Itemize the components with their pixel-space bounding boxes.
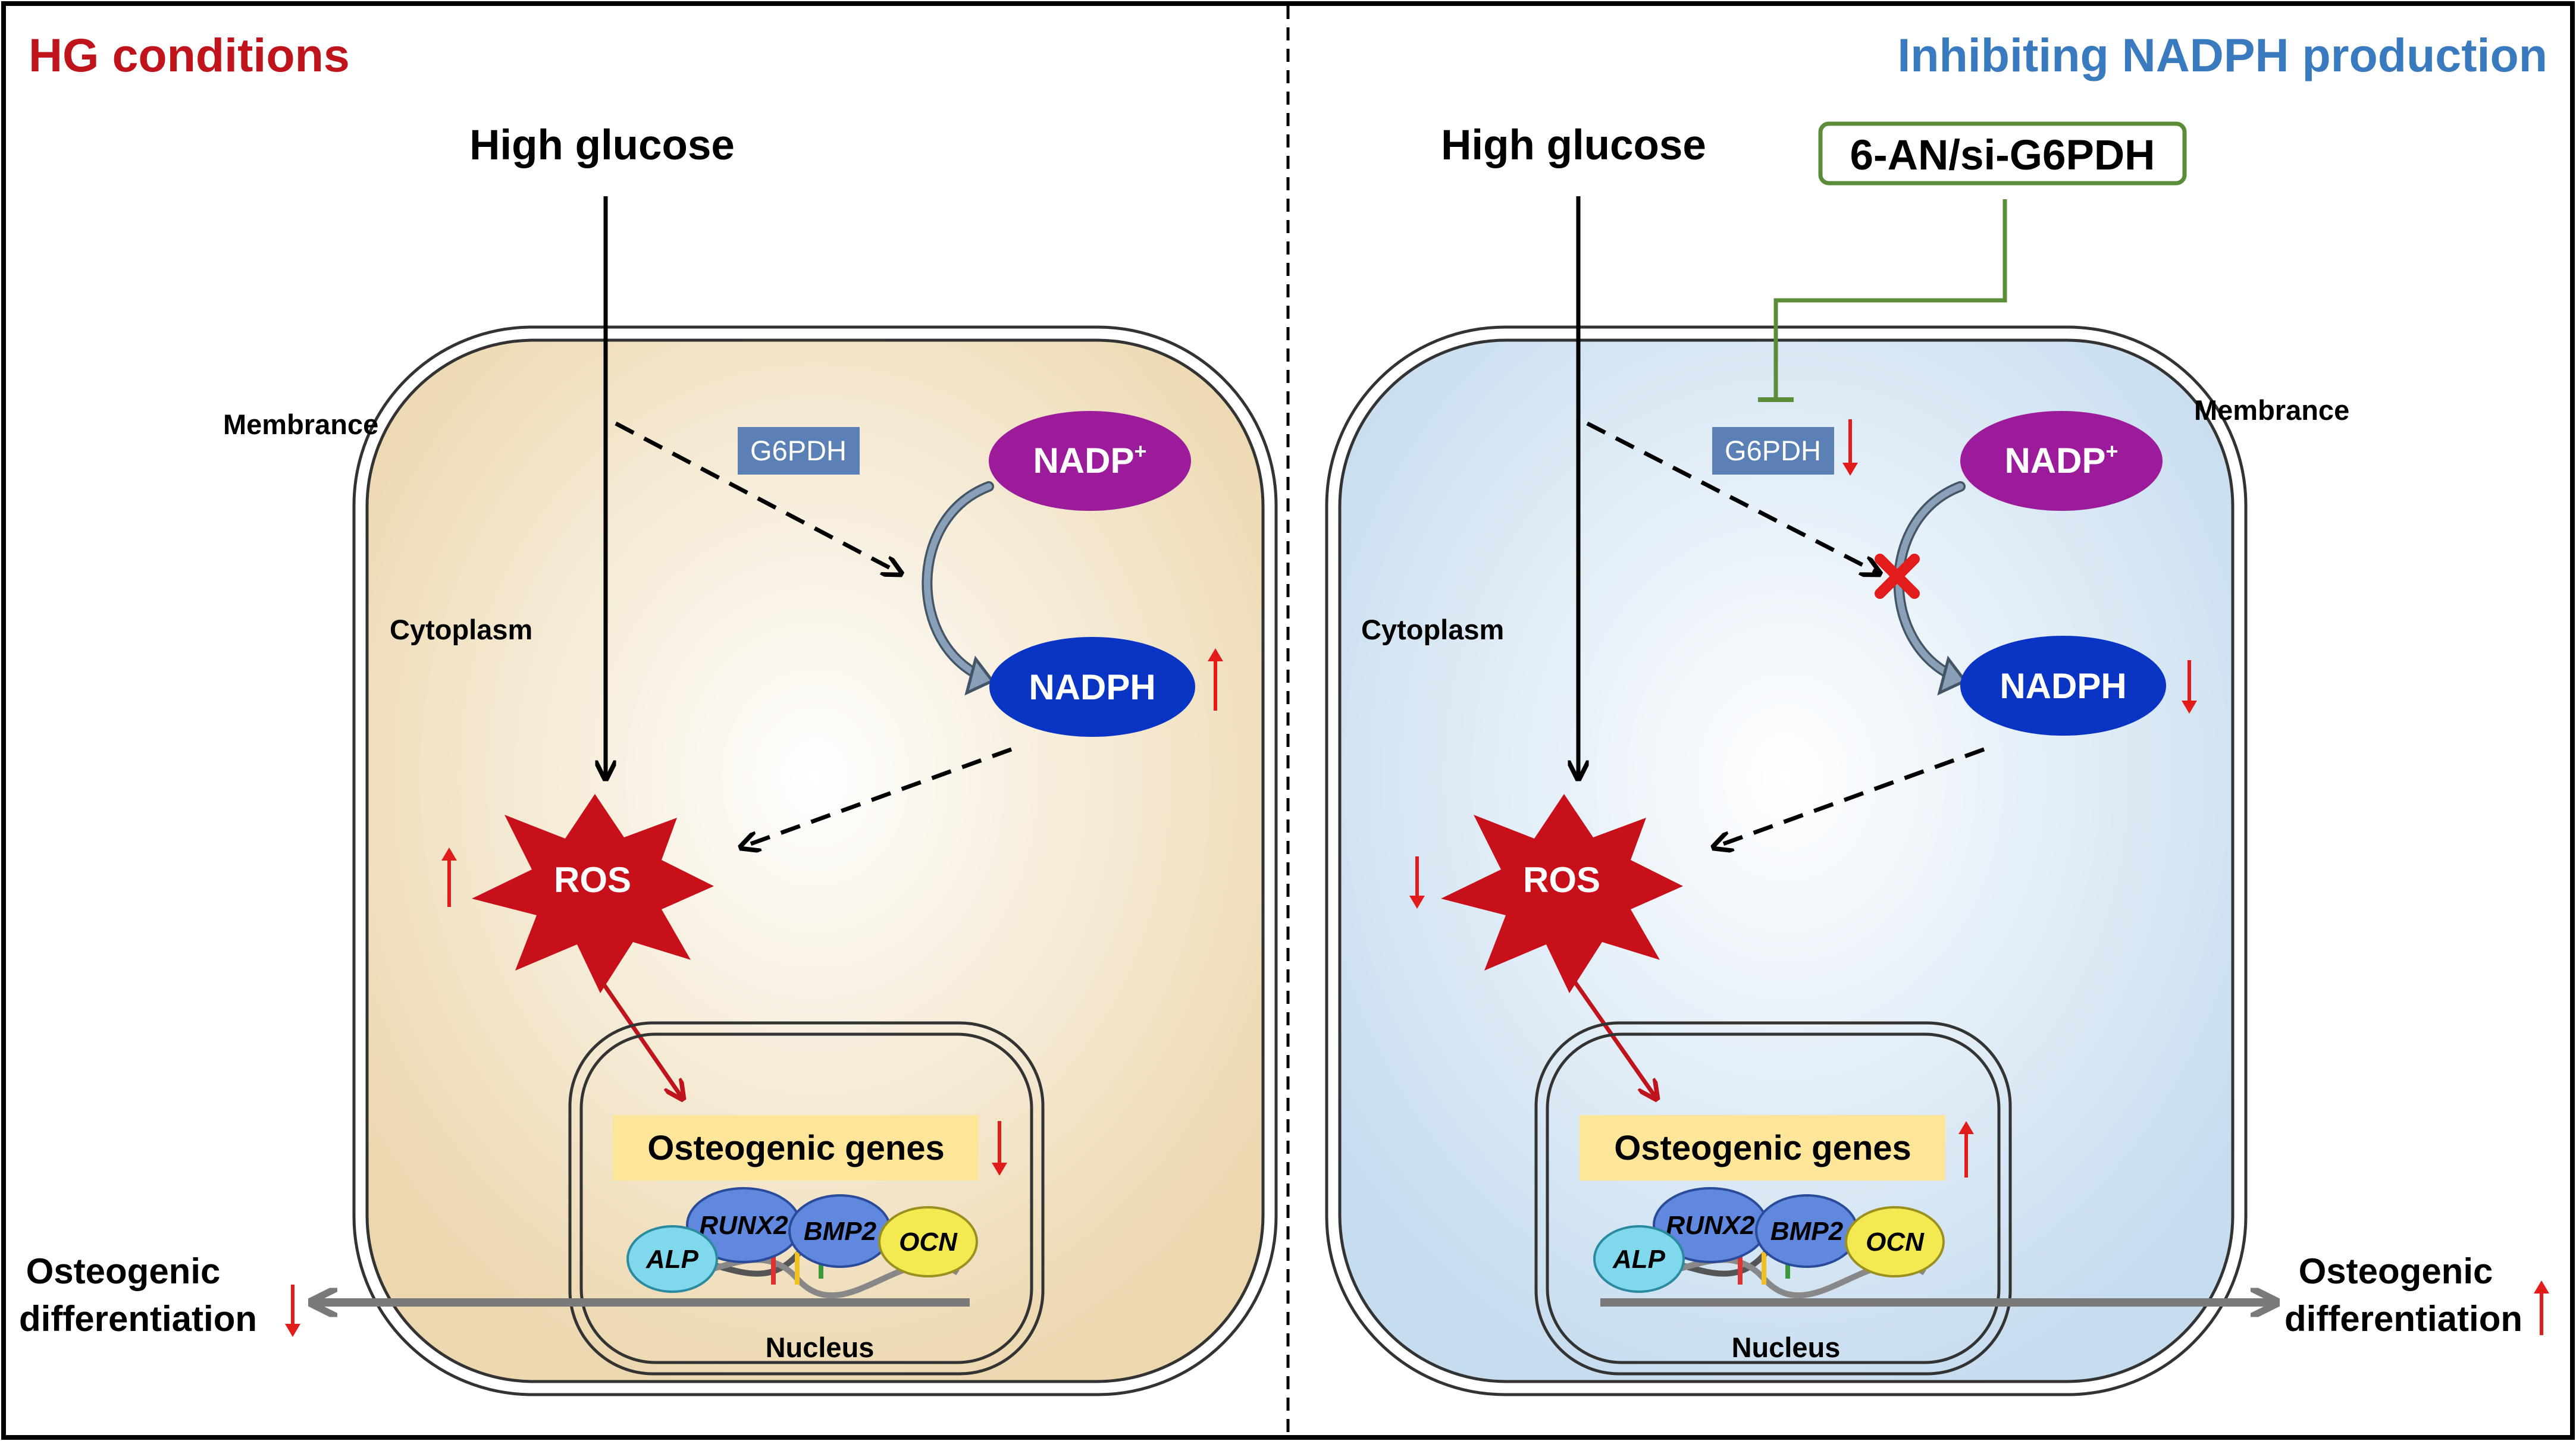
right-inhibitor-label: 6-AN/si-G6PDH: [1850, 132, 2155, 179]
right-genes-label: Osteogenic genes: [1614, 1129, 1911, 1167]
right-dashed-arrow-ros: [1713, 747, 1985, 847]
right-nadph-text: NADPH: [2000, 666, 2126, 706]
right-inhibition-line: [1773, 199, 2007, 398]
left-genes-down-arrow: [992, 1121, 1007, 1176]
right-genes-up-arrow: [1958, 1121, 1974, 1178]
left-g6pdh-chip: [738, 427, 860, 475]
left-outcome-line1: Osteogenic: [26, 1251, 221, 1291]
right-genes-box: [1580, 1115, 1945, 1181]
right-outcome-line1: Osteogenic: [2299, 1251, 2493, 1291]
right-nadph-down-arrow: [2182, 660, 2197, 714]
right-outcome-line2: differentiation: [2284, 1299, 2522, 1339]
right-block-x-icon: [1875, 554, 1920, 599]
right-protein-ocn: [1845, 1206, 1945, 1277]
left-protein-alp: [626, 1225, 718, 1293]
right-nucleus-inner: [1546, 1032, 2001, 1364]
left-nadph-text: NADPH: [1029, 667, 1155, 707]
right-g6pdh-chip: [1712, 427, 1834, 475]
right-ros-star: [1441, 794, 1683, 993]
left-protein-alp-text: ALP: [645, 1245, 699, 1274]
left-dashed-arrow-ros: [741, 747, 1013, 847]
left-outcome-line2: differentiation: [19, 1299, 257, 1339]
right-nucleus-outer: [1534, 1021, 2012, 1376]
right-conversion-arrowhead: [1937, 655, 1967, 696]
right-ros-text: ROS: [1523, 860, 1600, 900]
left-nucleus-label: Nucleus: [766, 1332, 875, 1363]
left-nadph-oval: [989, 637, 1195, 737]
left-ros-text: ROS: [554, 860, 631, 900]
left-protein-bmp2-text: BMP2: [804, 1217, 877, 1246]
right-nadp-text: NADP+: [2004, 439, 2118, 481]
left-nucleus-inner: [579, 1032, 1033, 1364]
right-dashed-arrow-pathway: [1586, 421, 1880, 574]
left-cell-cytoplasm: [365, 338, 1265, 1383]
right-outcome-up-arrow: [2534, 1280, 2549, 1335]
right-g6pdh-down-arrow: [1842, 419, 1858, 476]
left-genes-label: Osteogenic genes: [647, 1129, 945, 1167]
right-panel: Inhibiting NADPH production Membrance Cy…: [1325, 29, 2549, 1396]
left-outcome-down-arrow: [285, 1285, 300, 1337]
right-protein-ocn-text: OCN: [1866, 1227, 1925, 1257]
right-inhibitor-box: [1818, 121, 2187, 186]
left-conversion-arrowhead: [964, 655, 995, 696]
right-ros-to-genes-arrow: [1572, 978, 1657, 1099]
right-protein-alp: [1593, 1225, 1685, 1293]
left-ros-to-genes-arrow: [599, 979, 683, 1099]
left-cytoplasm-label: Cytoplasm: [390, 614, 532, 645]
right-nucleus-label: Nucleus: [1732, 1332, 1841, 1363]
left-high-glucose: High glucose: [469, 122, 735, 169]
left-nucleus-outer: [568, 1021, 1045, 1376]
left-ros-up-arrow: [441, 847, 457, 907]
left-conversion-arrow-fill: [923, 483, 992, 682]
right-nadp-oval: [1960, 411, 2163, 511]
right-membrane-label: Membrance: [2194, 394, 2349, 426]
left-membrane-label: Membrance: [223, 409, 378, 440]
right-cytoplasm-label: Cytoplasm: [1361, 614, 1504, 645]
left-dashed-arrow-pathway: [615, 421, 901, 574]
right-high-glucose: High glucose: [1441, 122, 1706, 169]
left-protein-ocn: [878, 1206, 978, 1277]
left-nadph-up-arrow: [1208, 648, 1223, 711]
left-nadp-text: NADP+: [1033, 439, 1146, 481]
right-ros-down-arrow: [1409, 856, 1425, 909]
left-protein-ocn-text: OCN: [899, 1227, 958, 1257]
left-genes-box: [613, 1115, 979, 1181]
left-title: HG conditions: [29, 29, 350, 81]
right-g6pdh-label: G6PDH: [1725, 435, 1821, 466]
left-panel: HG conditions Membrance Cytoplasm High g…: [19, 29, 1278, 1396]
left-ros-star: [472, 794, 714, 993]
right-protein-bmp2-text: BMP2: [1770, 1217, 1844, 1246]
right-nadph-oval: [1960, 636, 2166, 736]
right-title: Inhibiting NADPH production: [1897, 29, 2547, 81]
right-protein-runx2-text: RUNX2: [1666, 1211, 1755, 1240]
left-nadp-oval: [989, 411, 1191, 511]
left-g6pdh-label: G6PDH: [750, 435, 847, 466]
right-protein-alp-text: ALP: [1612, 1245, 1666, 1274]
left-protein-runx2-text: RUNX2: [699, 1211, 788, 1240]
